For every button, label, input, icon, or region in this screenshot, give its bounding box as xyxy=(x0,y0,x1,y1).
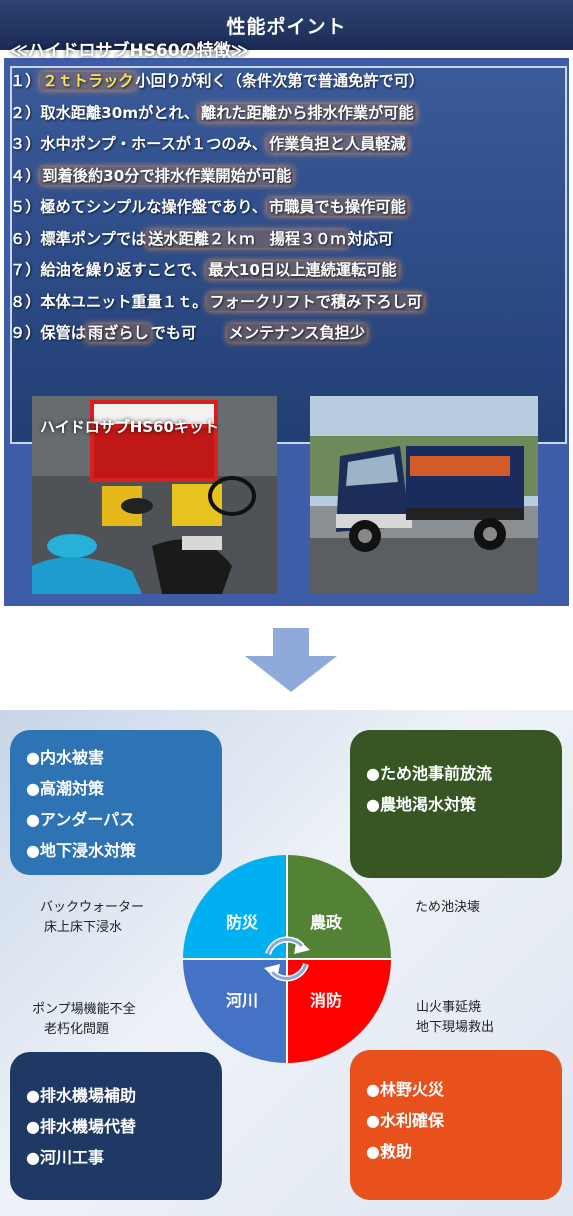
note-line: ため池決壊 xyxy=(415,900,481,915)
river-box: ●排水機場補助 ●排水機場代替 ●河川工事 xyxy=(10,1052,222,1200)
feature-item: ４）到着後約30分で排水作業開始が可能 xyxy=(10,166,294,185)
kit-label: ハイドロサブHS60キット xyxy=(40,418,219,436)
list-item: ●アンダーパス xyxy=(26,810,136,829)
feature-item: ７）給油を繰り返すことで、最大10日以上連続運転可能 xyxy=(10,261,399,279)
list-item: ●河川工事 xyxy=(26,1148,104,1167)
agri-note: ため池決壊 xyxy=(415,898,480,918)
fire-box: ●林野火災 ●水利確保 ●救助 xyxy=(350,1050,562,1200)
feature-item: ３）水中ポンプ・ホースが１つのみ、作業負担と人員軽減 xyxy=(10,135,408,153)
disaster-quadrant xyxy=(183,855,287,959)
note-line: 老朽化問題 xyxy=(44,1022,110,1037)
feature-list-panel xyxy=(10,66,567,444)
river-quadrant xyxy=(183,959,287,1063)
river-note: ポンプ場機能不全 老朽化問題 xyxy=(32,1000,136,1040)
truck-illustration xyxy=(310,396,538,594)
fire-note: 山火事延焼 地下現場救出 xyxy=(416,998,494,1038)
list-item: ●農地渇水対策 xyxy=(366,795,476,814)
fire-label: 消防 xyxy=(310,991,342,1010)
list-item: ●林野火災 xyxy=(366,1080,444,1099)
kit-photo-illustration xyxy=(32,396,277,594)
list-item: ●高潮対策 xyxy=(26,779,104,798)
list-item: ●排水機場代替 xyxy=(26,1117,136,1136)
quadrant-circle: 防災 農政 河川 消防 xyxy=(183,855,391,1063)
fire-quadrant xyxy=(287,959,391,1063)
page-header: 性能ポイント xyxy=(0,0,573,50)
cycle-arrows-icon xyxy=(264,936,310,982)
disaster-label: 防災 xyxy=(226,913,259,932)
feature-item: ８）本体ユニット重量１ｔ。フォークリフトで積み下ろし可 xyxy=(10,292,425,311)
list-item: ●水利確保 xyxy=(366,1111,444,1130)
feature-item: ２）取水距離30mがとれ、離れた距離から排水作業が可能 xyxy=(10,103,416,122)
disaster-box: ●内水被害 ●高潮対策 ●アンダーパス ●地下浸水対策 xyxy=(10,730,222,875)
page-title: 性能ポイント xyxy=(226,15,347,38)
list-item: ●ため池事前放流 xyxy=(366,764,492,783)
agri-box: ●ため池事前放流 ●農地渇水対策 xyxy=(350,730,562,878)
river-label: 河川 xyxy=(226,991,258,1010)
down-arrow-icon xyxy=(245,628,337,692)
kit-photo: ハイドロサブHS60キット xyxy=(32,396,277,594)
agri-label: 農政 xyxy=(310,913,343,932)
agri-quadrant xyxy=(287,855,391,959)
list-item: ●排水機場補助 xyxy=(26,1086,136,1105)
note-line: ポンプ場機能不全 xyxy=(32,1002,136,1017)
list-item: ●内水被害 xyxy=(26,748,104,767)
feature-title: ≪ハイドロサブHS60の特徴≫ xyxy=(10,41,249,61)
note-line: 地下現場救出 xyxy=(416,1020,495,1035)
disaster-note: バックウォーター 床上床下浸水 xyxy=(40,898,144,938)
note-line: バックウォーター xyxy=(40,900,145,915)
note-line: 山火事延焼 xyxy=(416,1000,482,1015)
feature-item: ５）極めてシンプルな操作盤であり、市職員でも操作可能 xyxy=(10,198,408,216)
list-item: ●地下浸水対策 xyxy=(26,841,136,860)
truck-photo xyxy=(310,396,538,594)
feature-list: １）２ｔトラック小回りが利く（条件次第で普通免許で可） ２）取水距離30mがとれ… xyxy=(10,66,425,350)
feature-item: １）２ｔトラック小回りが利く（条件次第で普通免許で可） xyxy=(10,72,425,90)
note-line: 床上床下浸水 xyxy=(44,920,123,935)
feature-item: ９）保管は雨ざらしでも可 メンテナンス負担少 xyxy=(10,324,368,342)
list-item: ●救助 xyxy=(366,1142,412,1161)
